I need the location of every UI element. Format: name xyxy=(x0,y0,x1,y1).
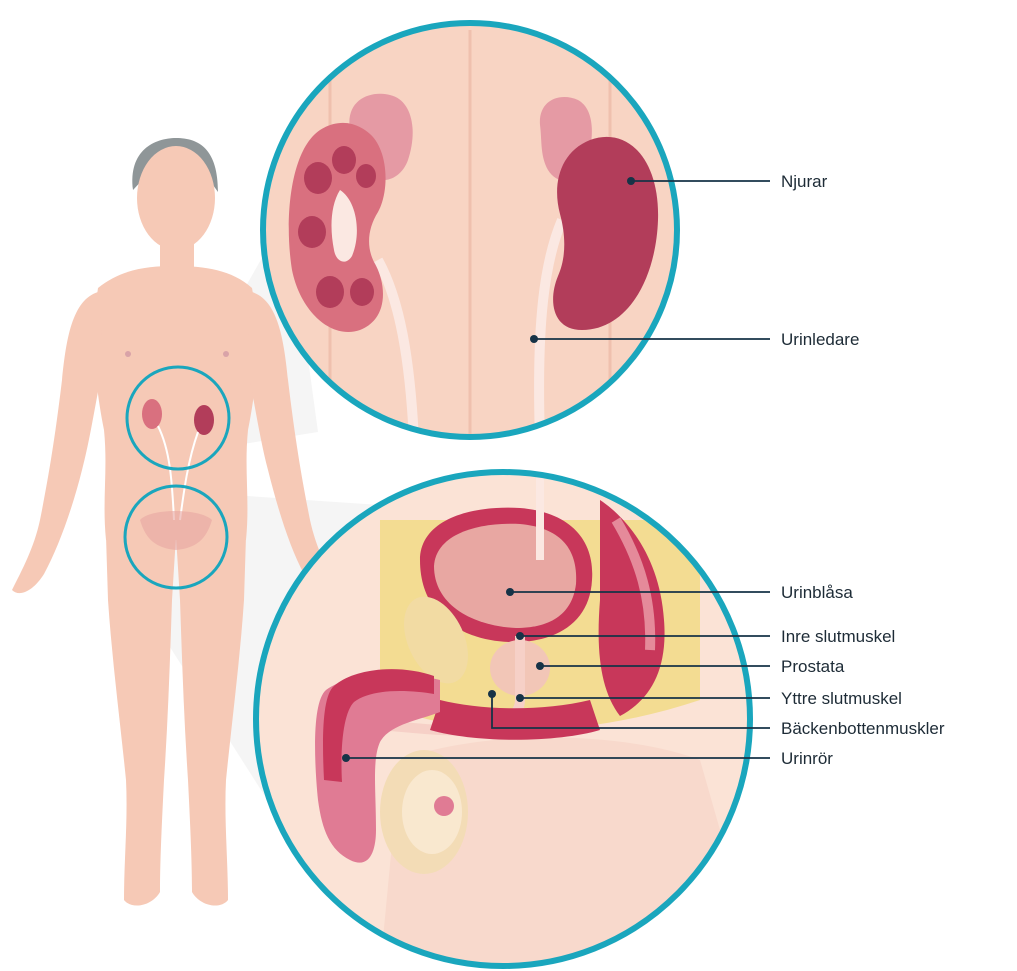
label-backenbottenmuskler-text: Bäckenbottenmuskler xyxy=(781,719,945,738)
kidney-magnifier xyxy=(260,20,680,440)
pelvis-magnifier xyxy=(250,470,760,970)
label-urinror-text: Urinrör xyxy=(781,749,833,768)
epididymis xyxy=(434,796,454,816)
label-njurar-text: Njurar xyxy=(781,172,828,191)
right-nipple xyxy=(223,351,229,357)
torso xyxy=(94,266,257,540)
head xyxy=(137,146,215,250)
label-prostata-text: Prostata xyxy=(781,657,845,676)
label-inre-slutmuskel-text: Inre slutmuskel xyxy=(781,627,895,646)
mini-kidney-right xyxy=(194,405,214,435)
left-nipple xyxy=(125,351,131,357)
label-urinblasa-text: Urinblåsa xyxy=(781,583,853,602)
left-leg xyxy=(106,536,176,906)
label-urinledare-text: Urinledare xyxy=(781,330,859,349)
testis-inner xyxy=(402,770,462,854)
label-yttre-slutmuskel-text: Yttre slutmuskel xyxy=(781,689,902,708)
mini-kidney-left xyxy=(142,399,162,429)
left-arm xyxy=(12,292,104,593)
